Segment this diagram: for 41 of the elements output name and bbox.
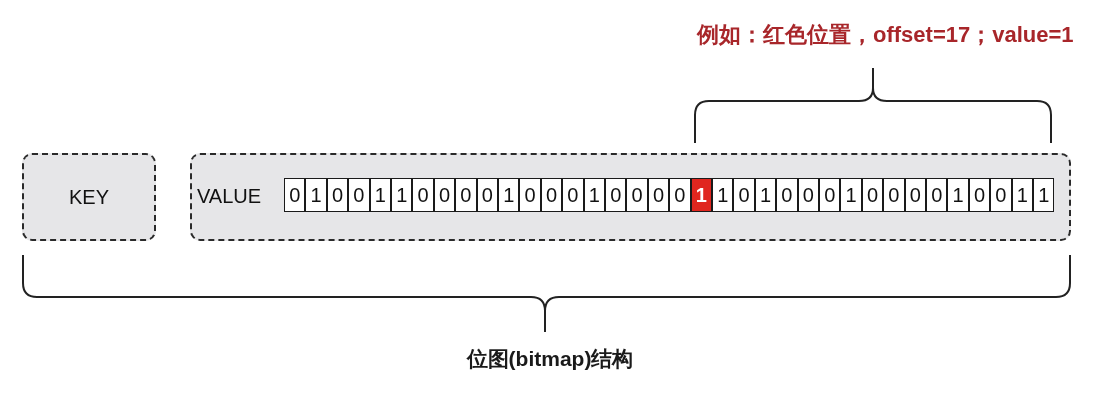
bit-cell: 1 — [1033, 178, 1055, 212]
bit-cell: 0 — [326, 178, 349, 212]
bit-cell: 1 — [498, 178, 520, 212]
bit-cell: 1 — [712, 178, 734, 212]
bit-cell: 1 — [840, 178, 862, 212]
bit-cell: 1 — [754, 178, 777, 212]
bit-cell: 0 — [605, 178, 627, 212]
bit-cell: 0 — [647, 178, 670, 212]
bit-cell: 1 — [1011, 178, 1033, 212]
bit-cell: 0 — [883, 178, 905, 212]
caption: 位图(bitmap)结构 — [466, 347, 634, 370]
bit-cell: 0 — [284, 178, 306, 212]
bit-cell: 0 — [861, 178, 884, 212]
bit-cell: 0 — [626, 178, 648, 212]
bit-cell: 0 — [433, 178, 456, 212]
bit-cell: 0 — [669, 178, 691, 212]
bit-cell: 1 — [583, 178, 605, 212]
bit-cell: 0 — [412, 178, 434, 212]
bit-cell: 0 — [455, 178, 477, 212]
bit-cell: 1 — [391, 178, 413, 212]
key-box: KEY — [22, 153, 156, 241]
bit-cell: 0 — [776, 178, 798, 212]
bit-cell: 0 — [926, 178, 948, 212]
dashed-panel — [190, 153, 1071, 241]
bit-cell: 1 — [947, 178, 969, 212]
bit-cell: 0 — [348, 178, 370, 212]
value-label: VALUE — [197, 186, 262, 206]
annotation-text: 例如：红色位置，offset=17；value=1 — [697, 24, 1074, 46]
bit-cell: 0 — [540, 178, 563, 212]
bit-cell: 0 — [990, 178, 1012, 212]
bit-cell: 0 — [797, 178, 819, 212]
highlighted-bit-cell: 1 — [690, 178, 712, 212]
bit-cell: 0 — [476, 178, 498, 212]
bit-cell: 0 — [819, 178, 841, 212]
bit-cell: 0 — [968, 178, 991, 212]
bit-cell: 1 — [305, 178, 327, 212]
bit-cell: 0 — [519, 178, 541, 212]
bit-cell: 0 — [733, 178, 755, 212]
bit-cell: 1 — [369, 178, 391, 212]
bit-cell: 0 — [904, 178, 926, 212]
bit-cell: 0 — [562, 178, 584, 212]
